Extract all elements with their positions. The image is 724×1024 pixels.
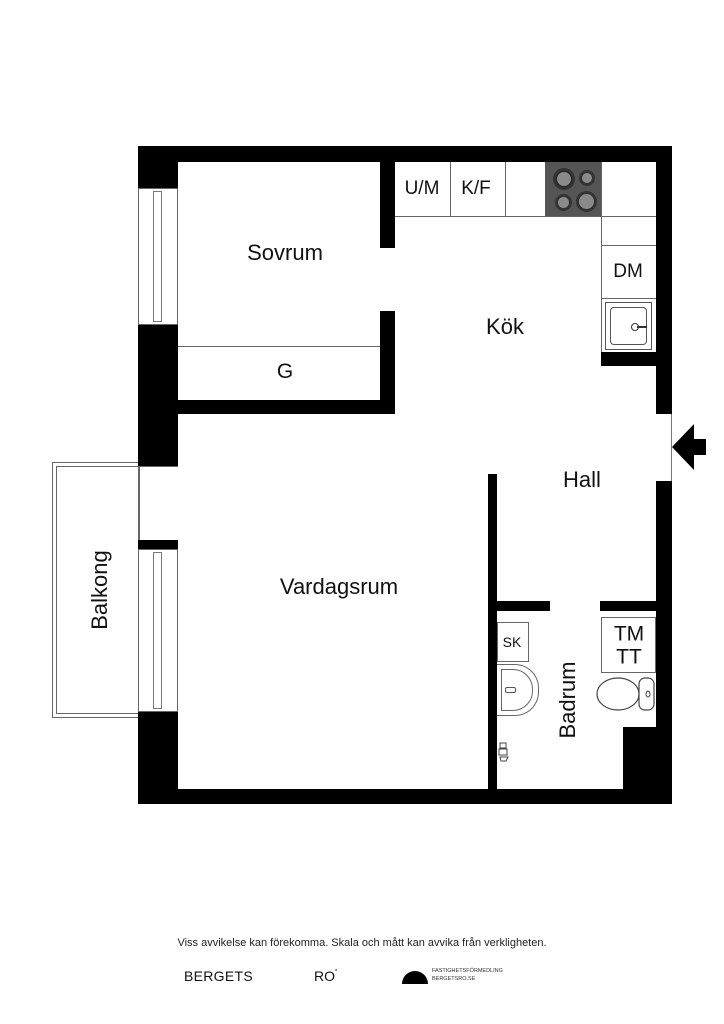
brand-ro-text: RO bbox=[314, 968, 335, 984]
wall-bath-corner bbox=[623, 727, 656, 789]
shower-tap-icon bbox=[498, 742, 510, 762]
wall-top bbox=[138, 146, 672, 162]
fixture-label-sk: SK bbox=[502, 634, 522, 650]
entrance-arrow-icon bbox=[672, 422, 708, 472]
wall-right-lower bbox=[656, 481, 672, 804]
room-label-badrum: Badrum bbox=[555, 661, 580, 739]
fixture-label-tm: TM bbox=[613, 622, 645, 646]
cabinet-sk bbox=[497, 622, 529, 662]
washer-dryer-box bbox=[601, 617, 656, 673]
wall-left-short bbox=[138, 540, 178, 549]
brand-right-line2: BERGETSRO.SE bbox=[432, 976, 476, 982]
window-livingroom bbox=[138, 549, 178, 712]
room-label-kok: Kök bbox=[486, 314, 524, 339]
room-label-sovrum: Sovrum bbox=[247, 240, 323, 265]
brand-half-circle-icon bbox=[402, 971, 428, 984]
fixture-label-um: U/M bbox=[404, 178, 440, 199]
kitchen-counter-top bbox=[395, 162, 656, 217]
brand-logo-bergets: BERGETS bbox=[184, 968, 254, 984]
wall-left-mid bbox=[138, 325, 178, 466]
wall-living-bath bbox=[488, 474, 497, 804]
wall-bedroom-bottom bbox=[178, 400, 395, 414]
wall-bath-top-left bbox=[497, 601, 550, 611]
wall-bath-top-right bbox=[600, 601, 656, 611]
washbasin-icon bbox=[497, 664, 539, 716]
wardrobe bbox=[178, 346, 380, 401]
room-label-vardagsrum: Vardagsrum bbox=[279, 574, 399, 599]
kitchen-counter-right bbox=[601, 162, 657, 352]
room-label-hall: Hall bbox=[563, 467, 601, 492]
window-bedroom bbox=[138, 188, 178, 325]
fixture-label-g: G bbox=[276, 360, 294, 383]
disclaimer: Viss avvikelse kan förekomma. Skala och … bbox=[177, 937, 547, 949]
brand-right-line1: FASTIGHETSFÖRMEDLING bbox=[432, 968, 503, 974]
wall-right-upper bbox=[656, 146, 672, 414]
fixture-label-dm: DM bbox=[613, 261, 643, 282]
stove-icon bbox=[545, 162, 601, 216]
fixture-label-tt: TT bbox=[616, 645, 642, 669]
fixture-label-kf: K/F bbox=[461, 178, 491, 199]
floor-plan: Balkong G Sovrum U/M K/F DM bbox=[52, 146, 708, 804]
wall-left-bottom bbox=[138, 712, 178, 804]
brand-logo-ro: RO˚ bbox=[314, 968, 338, 984]
toilet-icon bbox=[596, 676, 656, 712]
wall-left-top bbox=[138, 146, 178, 188]
sink-icon bbox=[605, 302, 652, 350]
room-label-balkong: Balkong bbox=[87, 550, 112, 630]
wall-kitchen-right-stub bbox=[601, 352, 656, 366]
wall-bottom bbox=[138, 789, 672, 804]
wall-bedroom-right-lower bbox=[380, 311, 395, 414]
brand-ro-sup: ˚ bbox=[335, 968, 338, 978]
wall-bedroom-right-upper bbox=[380, 146, 395, 248]
